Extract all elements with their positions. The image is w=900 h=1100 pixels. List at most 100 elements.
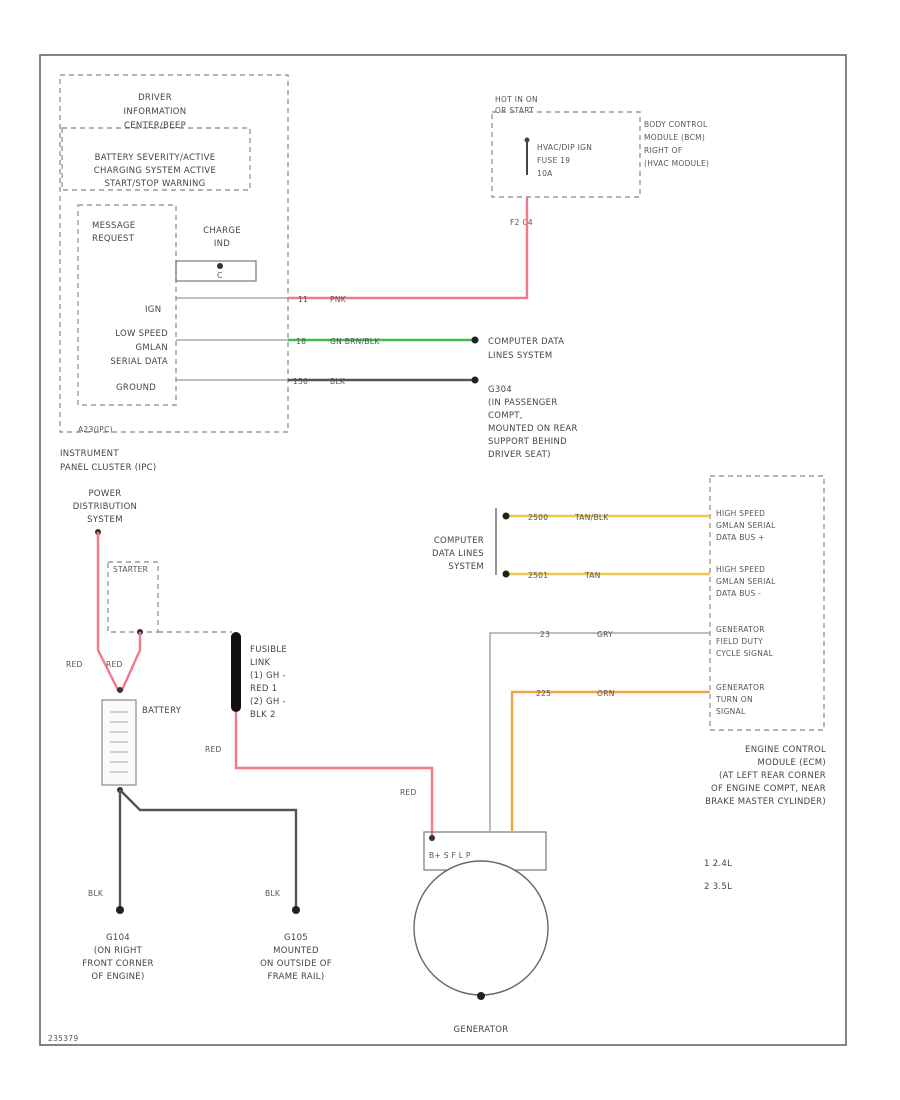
fusible-4: RED 1 xyxy=(250,684,277,694)
generator-body xyxy=(413,860,549,996)
battery-message-1: BATTERY SEVERITY/ACTIVE xyxy=(95,153,216,163)
ecm-label-4: OF ENGINE COMPT, NEAR xyxy=(711,784,826,794)
ipc-title-2: INFORMATION xyxy=(124,107,187,117)
ipc-ign-label: IGN xyxy=(145,305,161,315)
starter-box xyxy=(107,561,159,633)
g104-1: G104 xyxy=(106,933,130,943)
battery-message-2: CHARGING SYSTEM ACTIVE xyxy=(94,166,216,176)
bcm-label-2: MODULE (BCM) xyxy=(644,133,705,142)
lsdata-wire-color: GN BRN/BLK xyxy=(330,337,380,346)
charge-indicator-box xyxy=(175,260,257,282)
bcm-fuse-box xyxy=(491,111,641,198)
bcm-label-4: (HVAC MODULE) xyxy=(644,159,709,168)
g304-1: G304 xyxy=(488,385,512,395)
ecm-pin-3-c: CYCLE SIGNAL xyxy=(716,649,774,658)
ipc-part-id: A23(IPC) xyxy=(78,425,113,434)
ecm-label-3: (AT LEFT REAR CORNER xyxy=(719,771,826,781)
ipc-title-3: CENTER/BEEP xyxy=(124,121,186,131)
g104-3: FRONT CORNER xyxy=(82,959,154,969)
hs-data-minus-circuit: 2501 xyxy=(528,571,548,580)
fuse-name-2: FUSE 19 xyxy=(537,156,570,165)
battery-label: BATTERY xyxy=(142,706,182,716)
ecm-pin-4-a: GENERATOR xyxy=(716,683,765,692)
ipc-title-1: DRIVER xyxy=(138,93,172,103)
ecm-label-1: ENGINE CONTROL xyxy=(745,745,826,755)
computer-lines-2-b: DATA LINES xyxy=(432,549,484,559)
ecm-pin-4-b: TURN ON xyxy=(715,695,753,704)
ecm-pin-1-c: DATA BUS + xyxy=(716,533,765,542)
charge-ind-1: CHARGE xyxy=(203,226,241,236)
computer-lines-1-a: COMPUTER DATA xyxy=(488,337,564,347)
bcm-label-1: BODY CONTROL xyxy=(644,120,708,129)
pds-1: POWER xyxy=(89,489,122,499)
g105-wire-color: BLK xyxy=(265,889,281,898)
computer-lines-2-a: COMPUTER xyxy=(434,536,484,546)
battery-message-box xyxy=(61,127,251,191)
fuse-top-node xyxy=(524,137,530,143)
ecm-outline xyxy=(709,475,825,731)
battery-positive-node xyxy=(117,687,123,693)
ign-wire-color: PNK xyxy=(330,295,347,304)
message-request-1: MESSAGE xyxy=(92,221,135,231)
ecm-pin-1-a: HIGH SPEED xyxy=(716,509,765,518)
document-id: 235379 xyxy=(48,1034,78,1043)
computer-lines-2-c: SYSTEM xyxy=(448,562,484,572)
g304-5: SUPPORT BEHIND xyxy=(488,437,567,447)
ipc-ground-circuit: 150 xyxy=(293,377,308,386)
ecm-pin-2-c: DATA BUS - xyxy=(716,589,761,598)
red-label-1: RED xyxy=(66,660,83,669)
battery-message-3: START/STOP WARNING xyxy=(104,179,205,189)
ecm-pin-4-c: SIGNAL xyxy=(716,707,746,716)
hs-data-plus-end xyxy=(502,512,510,520)
feed-red-label-2: RED xyxy=(400,788,417,797)
fusible-3: (1) GH - xyxy=(250,671,286,681)
computer-lines-1-b: LINES SYSTEM xyxy=(488,351,553,361)
g104-wire-color: BLK xyxy=(88,889,104,898)
ipc-name-2: PANEL CLUSTER (IPC) xyxy=(60,463,157,473)
lsdata-wire-end xyxy=(471,336,479,344)
g304-3: COMPT, xyxy=(488,411,523,421)
g105-4: FRAME RAIL) xyxy=(268,972,325,982)
ipc-lsdata-1: LOW SPEED xyxy=(115,329,168,339)
fusible-5: (2) GH - xyxy=(250,697,286,707)
ecm-label-2: MODULE (ECM) xyxy=(758,758,826,768)
pds-3: SYSTEM xyxy=(87,515,123,525)
ecm-pin-2-a: HIGH SPEED xyxy=(716,565,765,574)
pds-2: DISTRIBUTION xyxy=(73,502,137,512)
legend-2: 2 3.5L xyxy=(704,882,732,892)
battery-ground-wire-2 xyxy=(119,789,298,910)
g105-ground xyxy=(292,906,300,914)
g105-3: ON OUTSIDE OF xyxy=(260,959,332,969)
generator-ground-node xyxy=(477,992,485,1000)
ecm-label-5: BRAKE MASTER CYLINDER) xyxy=(705,797,826,807)
hot-label-1: HOT IN ON xyxy=(495,95,538,104)
g105-1: G105 xyxy=(284,933,308,943)
fusible-1: FUSIBLE xyxy=(250,645,287,655)
pds-red-wire xyxy=(96,532,120,691)
g104-4: OF ENGINE) xyxy=(91,972,144,982)
hs-data-plus-circuit: 2500 xyxy=(528,513,548,522)
ign-wire-circuit: 11 xyxy=(298,295,308,304)
ipc-ground-label: GROUND xyxy=(116,383,156,393)
lsdata-wire-circuit: 18 xyxy=(296,337,306,346)
bcm-label-3: RIGHT OF xyxy=(644,146,682,155)
g104-2: (ON RIGHT xyxy=(94,946,143,956)
starter-red-wire xyxy=(120,632,142,691)
g304-6: DRIVER SEAT) xyxy=(488,450,551,460)
ign-wire-pink xyxy=(288,197,529,300)
hs-data-minus-end xyxy=(502,570,510,578)
